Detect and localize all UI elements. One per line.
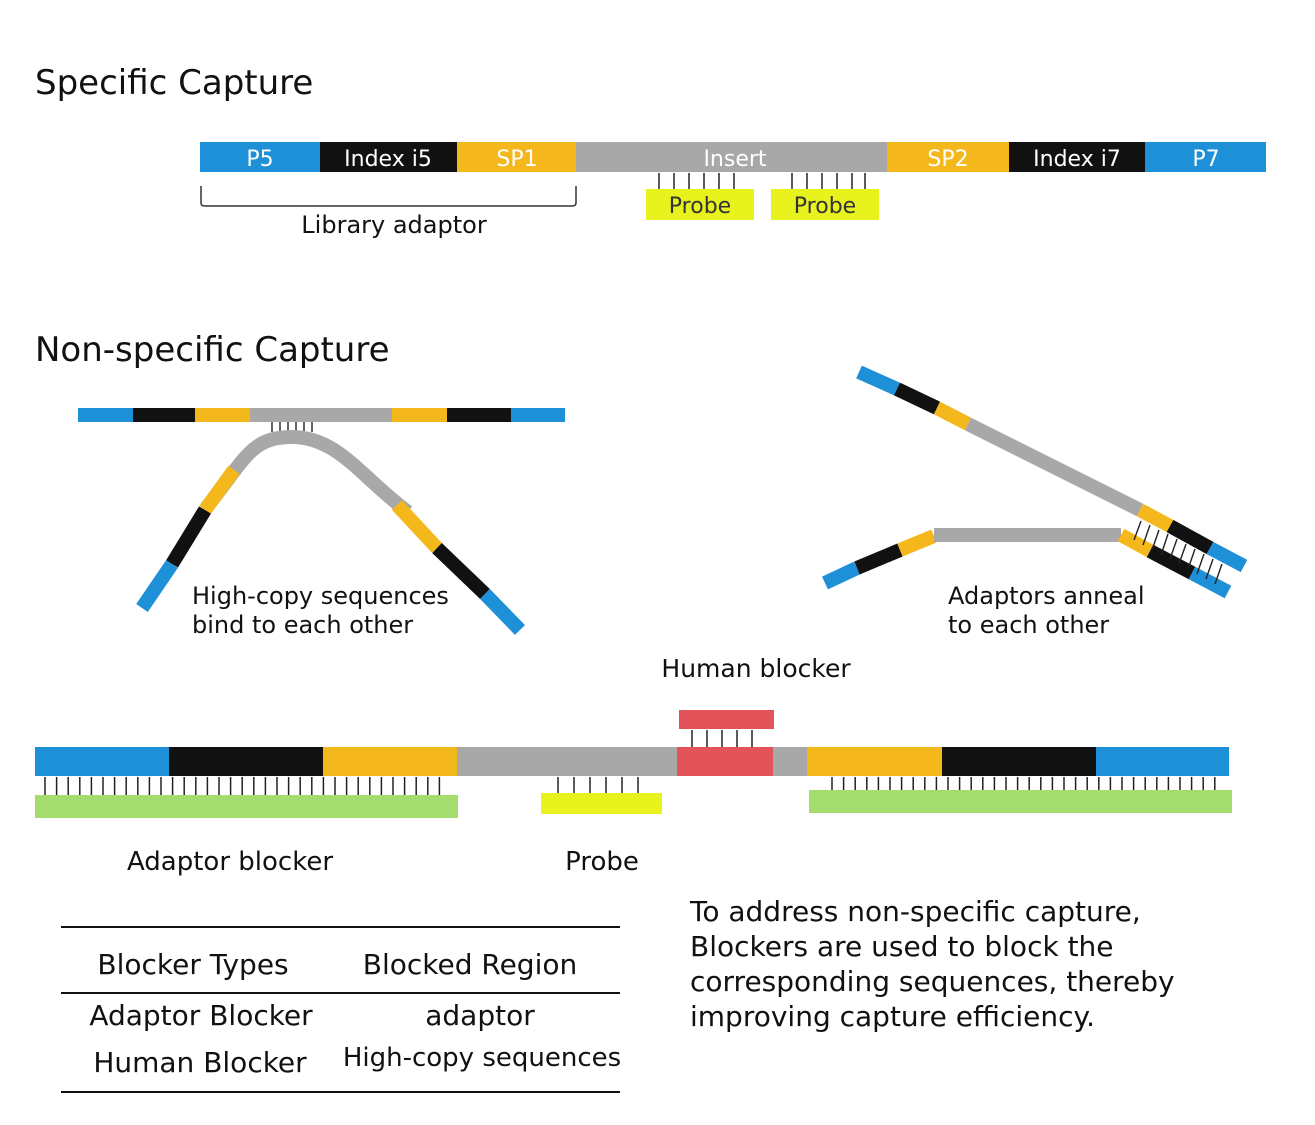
blocker-ticks: [44, 777, 1216, 795]
specific-capture-title: Specific Capture: [35, 63, 313, 103]
note-line-2: Blockers are used to block the: [690, 930, 1114, 963]
segment-label-sp1: SP1: [496, 147, 537, 172]
segment-sp2: [887, 142, 1009, 172]
high-copy-bent-strand: [136, 429, 526, 635]
high-copy-caption-line-2: bind to each other: [192, 611, 413, 639]
specific-probe-1: [646, 189, 754, 220]
library-adaptor-bracket: [200, 186, 577, 207]
segment-sp1: [457, 142, 576, 172]
adaptor-lower-strand: [822, 528, 1232, 599]
segment-label-index-i7: Index i7: [1033, 147, 1121, 172]
table-cell-r1-c1: Adaptor Blocker: [89, 999, 313, 1032]
adaptor-blocker-right: [809, 790, 1232, 813]
blocker-table: Blocker Types Blocked Region Adaptor Blo…: [61, 926, 621, 1093]
table-cell-r2-c2: High-copy sequences: [343, 1043, 621, 1073]
explanatory-note: To address non-specific capture, Blocker…: [689, 895, 1175, 1033]
adaptor-anneal-ticks: [1133, 520, 1223, 585]
table-cell-r2-c1: Human Blocker: [93, 1046, 307, 1079]
note-line-1: To address non-specific capture,: [689, 895, 1141, 928]
library-adaptor-label: Library adaptor: [301, 211, 487, 239]
table-header-blocked-region: Blocked Region: [363, 948, 577, 981]
human-blocker-ticks: [691, 730, 753, 747]
human-blocker-bar: [679, 710, 774, 729]
high-copy-top-strand: [78, 408, 565, 422]
blocker-probe: [541, 793, 662, 814]
specific-probe-1-label: Probe: [669, 194, 731, 219]
human-blocker-label: Human blocker: [661, 654, 851, 683]
nonspecific-capture-title: Non-specific Capture: [35, 330, 390, 370]
segment-label-sp2: SP2: [927, 147, 968, 172]
segment-insert: [576, 142, 887, 172]
adaptor-blocker-label: Adaptor blocker: [127, 847, 333, 877]
segment-label-insert: Insert: [703, 147, 766, 172]
specific-probe-2: [771, 189, 879, 220]
high-copy-caption-line-1: High-copy sequences: [192, 582, 449, 610]
table-header-blocker-types: Blocker Types: [97, 948, 288, 981]
note-line-4: improving capture efficiency.: [690, 1000, 1095, 1033]
table-cell-r1-c2: adaptor: [425, 999, 535, 1032]
probe-label: Probe: [565, 847, 639, 877]
segment-label-p7: P7: [1192, 147, 1219, 172]
segment-label-p5: P5: [246, 147, 273, 172]
adaptor-anneal-caption-line-2: to each other: [948, 611, 1109, 639]
probe-ticks: [658, 173, 866, 189]
segment-label-index-i5: Index i5: [344, 147, 432, 172]
note-line-3: corresponding sequences, thereby: [690, 965, 1175, 998]
segment-index-i7: [1009, 142, 1145, 172]
blocked-library-strand: [35, 747, 1229, 776]
specific-library-strand: P5 Index i5 SP1 Insert SP2 Index i7 P7: [200, 142, 1266, 172]
segment-p7: [1145, 142, 1266, 172]
segment-index-i5: [320, 142, 457, 172]
human-target-region: [677, 747, 773, 776]
adaptor-upper-strand: [856, 365, 1248, 573]
segment-p5: [200, 142, 320, 172]
adaptor-anneal-caption-line-1: Adaptors anneal: [948, 582, 1145, 610]
specific-probe-2-label: Probe: [794, 194, 856, 219]
adaptor-blocker-left: [35, 795, 458, 818]
